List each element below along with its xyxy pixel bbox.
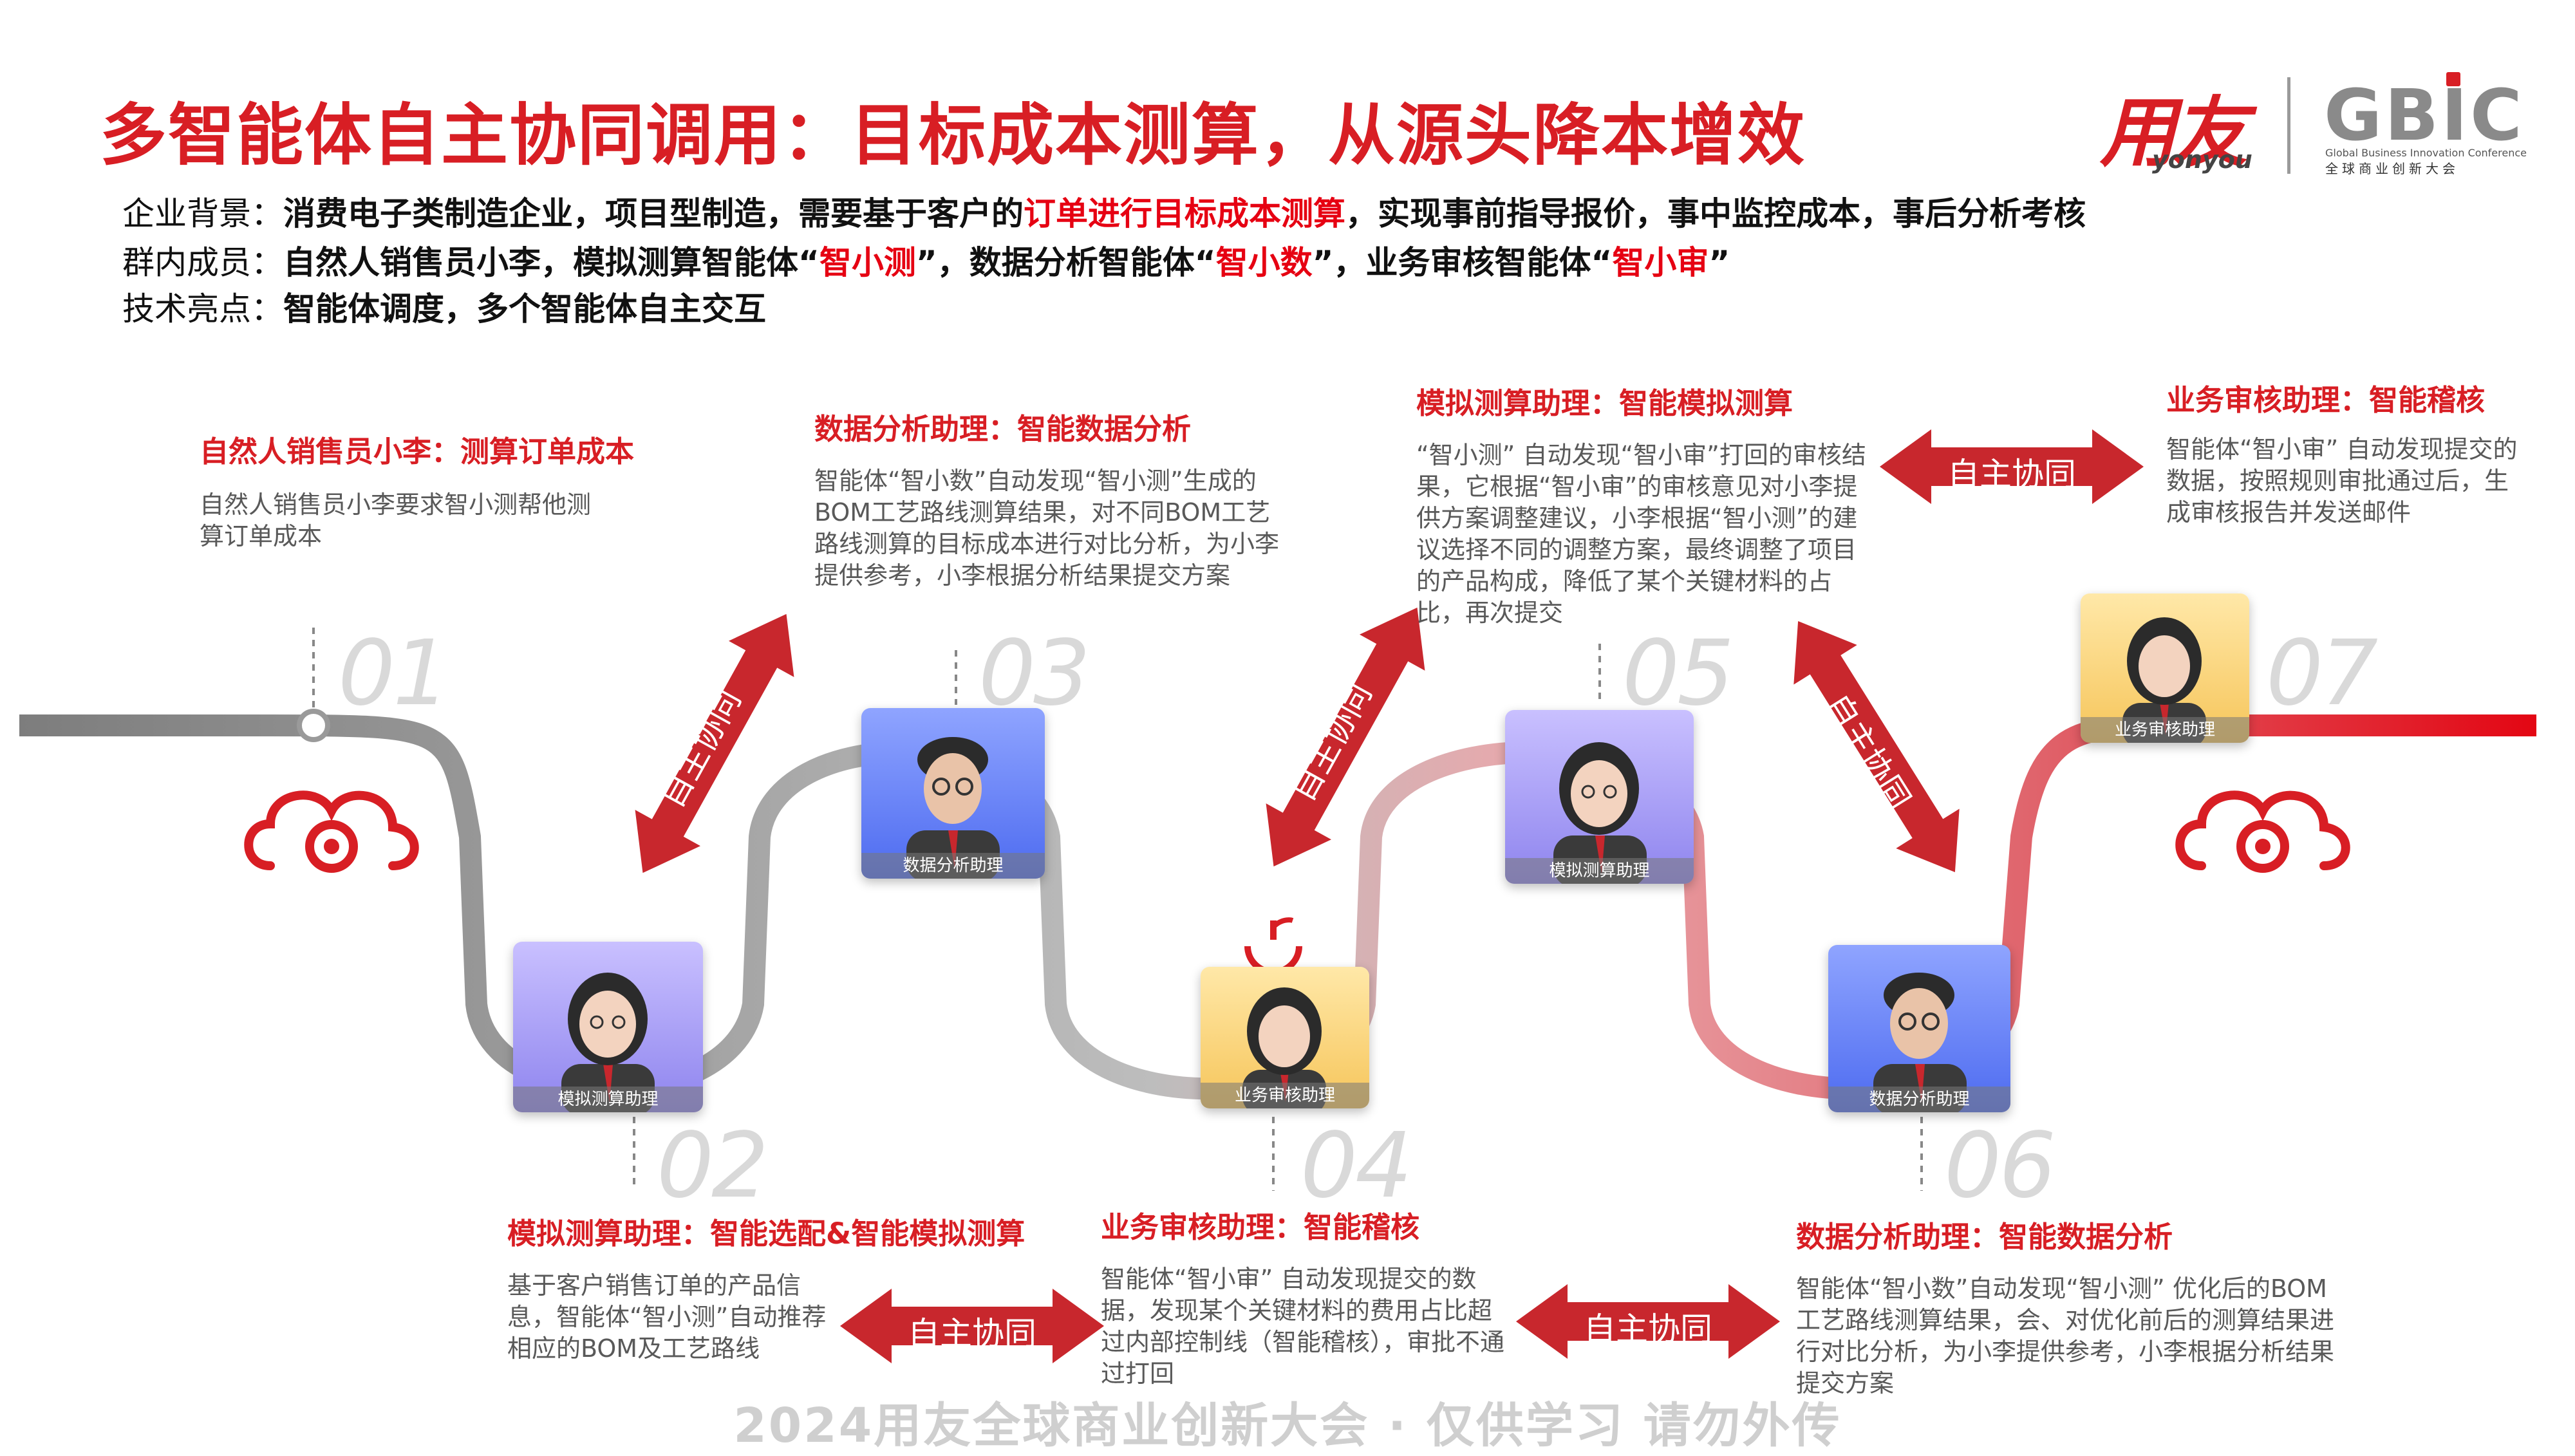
step-number-01: 01 <box>338 621 450 726</box>
info-bg-text2: ，实现事前指导报价，事中监控成本，事后分析考核 <box>1345 195 2086 232</box>
gbic-logo-dot <box>2446 72 2460 86</box>
step-06-title: 数据分析助理：智能数据分析 <box>1796 1220 2173 1254</box>
arrow-label-6: 自主协同 <box>1584 1311 1712 1348</box>
step-05-desc: “智小测” 自动发现“智小审”打回的审核结果，它根据“智小审”的审核意见对小李提… <box>1416 441 1866 627</box>
info-mem-hl3: 智小审 <box>1612 244 1709 281</box>
avatar-card-05[interactable]: 模拟测算助理 <box>1505 710 1694 884</box>
avatar-card-07[interactable]: 业务审核助理 <box>2081 593 2249 743</box>
step-04-title: 业务审核助理：智能稽核 <box>1101 1210 1420 1244</box>
avatar-card-03[interactable]: 数据分析助理 <box>861 708 1045 879</box>
step-number-06: 06 <box>1944 1114 2056 1218</box>
step-number-07: 07 <box>2266 621 2378 726</box>
info-bg-text1: 消费电子类制造企业，项目型制造，需要基于客户的 <box>283 195 1024 232</box>
arrow-collab-5 <box>840 1289 1104 1363</box>
step-06: 数据分析助理：智能数据分析 智能体“智小数”自动发现“智小测” 优化后的BOM工… <box>1796 1213 2350 1399</box>
step-07: 业务审核助理：智能稽核 智能体“智小审” 自动发现提交的数据，按照规则审批通过后… <box>2166 377 2527 528</box>
avatar-card-07-label: 业务审核助理 <box>2081 717 2249 743</box>
arrow-label-4: 自主协同 <box>1947 456 2076 493</box>
info-mem-text1: 自然人销售员小李，模拟测算智能体“ <box>283 244 819 281</box>
info-mem-text2: ”，数据分析智能体“ <box>915 244 1216 281</box>
step-01-title: 自然人销售员小李：测算订单成本 <box>200 434 635 469</box>
step-06-desc: 智能体“智小数”自动发现“智小测” 优化后的BOM工艺路线测算结果，会、对优化前… <box>1796 1274 2335 1397</box>
logo-divider <box>2287 77 2290 174</box>
step-03-title: 数据分析助理：智能数据分析 <box>814 412 1192 446</box>
step-02-title: 模拟测算助理：智能选配&智能模拟测算 <box>507 1217 1025 1251</box>
info-tech-label: 技术亮点： <box>122 290 283 328</box>
info-bg-highlight: 订单进行目标成本测算 <box>1024 195 1345 232</box>
info-mem-hl1: 智小测 <box>819 244 916 281</box>
arrow-collab-3 <box>1793 621 1960 873</box>
node-01 <box>297 709 330 742</box>
arrow-collab-1 <box>635 613 794 873</box>
gbic-logo-en: Global Business Innovation Conference <box>2325 147 2527 159</box>
info-bg-label: 企业背景： <box>122 195 283 232</box>
step-01: 自然人销售员小李：测算订单成本 自然人销售员小李要求智小测帮他测算订单成本 <box>200 428 702 552</box>
step-number-04: 04 <box>1300 1114 1412 1218</box>
avatar-card-04-label: 业务审核助理 <box>1201 1083 1369 1108</box>
info-members: 群内成员：自然人销售员小李，模拟测算智能体“智小测”，数据分析智能体“智小数”，… <box>122 237 1730 283</box>
gbic-logo: GBIC <box>2324 74 2525 156</box>
arrow-collab-4 <box>1880 429 2144 504</box>
step-03: 数据分析助理：智能数据分析 智能体“智小数”自动发现“智小测”生成的BOM工艺路… <box>814 406 1304 592</box>
step-02-desc: 基于客户销售订单的产品信息，智能体“智小测”自动推荐相应的BOM及工艺路线 <box>507 1271 827 1363</box>
yonyou-logo: 用友 <box>2100 88 2248 177</box>
avatar-card-03-label: 数据分析助理 <box>861 853 1045 879</box>
info-mem-label: 群内成员： <box>122 244 283 281</box>
step-01-desc: 自然人销售员小李要求智小测帮他测算订单成本 <box>200 490 592 550</box>
footer-watermark: 2024用友全球商业创新大会 · 仅供学习 请勿外传 <box>733 1398 1842 1453</box>
step-04: 业务审核助理：智能稽核 智能体“智小审” 自动发现提交的数据，发现某个关键材料的… <box>1101 1204 1513 1390</box>
arrow-collab-6 <box>1516 1284 1780 1359</box>
avatar-card-05-label: 模拟测算助理 <box>1505 858 1694 884</box>
avatar-card-06-label: 数据分析助理 <box>1828 1087 2010 1112</box>
step-02: 模拟测算助理：智能选配&智能模拟测算 基于客户销售订单的产品信息，智能体“智小测… <box>507 1210 1087 1365</box>
step-04-desc: 智能体“智小审” 自动发现提交的数据，发现某个关键材料的费用占比超过内部控制线（… <box>1101 1265 1505 1388</box>
step-07-desc: 智能体“智小审” 自动发现提交的数据，按照规则审批通过后，生成审核报告并发送邮件 <box>2166 435 2518 527</box>
info-background: 企业背景：消费电子类制造企业，项目型制造，需要基于客户的订单进行目标成本测算，实… <box>122 188 2086 234</box>
arrow-label-5: 自主协同 <box>908 1315 1036 1352</box>
info-tech-text: 智能体调度，多个智能体自主交互 <box>283 290 766 328</box>
info-mem-hl2: 智小数 <box>1215 244 1313 281</box>
step-05: 模拟测算助理：智能模拟测算 “智小测” 自动发现“智小审”打回的审核结果，它根据… <box>1416 380 1880 629</box>
info-mem-text3: ”，业务审核智能体“ <box>1312 244 1613 281</box>
arrow-collab-2 <box>1266 607 1425 867</box>
cloud-gear-icon-right <box>2175 790 2350 873</box>
info-mem-text4: ” <box>1709 244 1730 281</box>
gbic-logo-cn: 全球商业创新大会 <box>2325 161 2459 176</box>
yonyou-logo-en: yonyou <box>2152 145 2252 174</box>
info-tech: 技术亮点：智能体调度，多个智能体自主交互 <box>122 283 766 330</box>
cloud-gear-icon-left <box>244 790 419 873</box>
step-05-title: 模拟测算助理：智能模拟测算 <box>1416 386 1793 420</box>
avatar-card-04[interactable]: 业务审核助理 <box>1201 967 1369 1108</box>
avatar-card-02-label: 模拟测算助理 <box>513 1087 703 1112</box>
avatar-card-02[interactable]: 模拟测算助理 <box>513 942 703 1112</box>
step-number-02: 02 <box>657 1114 769 1218</box>
step-03-desc: 智能体“智小数”自动发现“智小测”生成的BOM工艺路线测算结果，对不同BOM工艺… <box>814 467 1280 590</box>
marker-icon-04 <box>1244 917 1302 975</box>
step-07-title: 业务审核助理：智能稽核 <box>2166 383 2486 417</box>
avatar-card-06[interactable]: 数据分析助理 <box>1828 945 2010 1112</box>
page-title: 多智能体自主协同调用：目标成本测算，从源头降本增效 <box>100 96 1806 174</box>
step-number-05: 05 <box>1622 621 1734 726</box>
